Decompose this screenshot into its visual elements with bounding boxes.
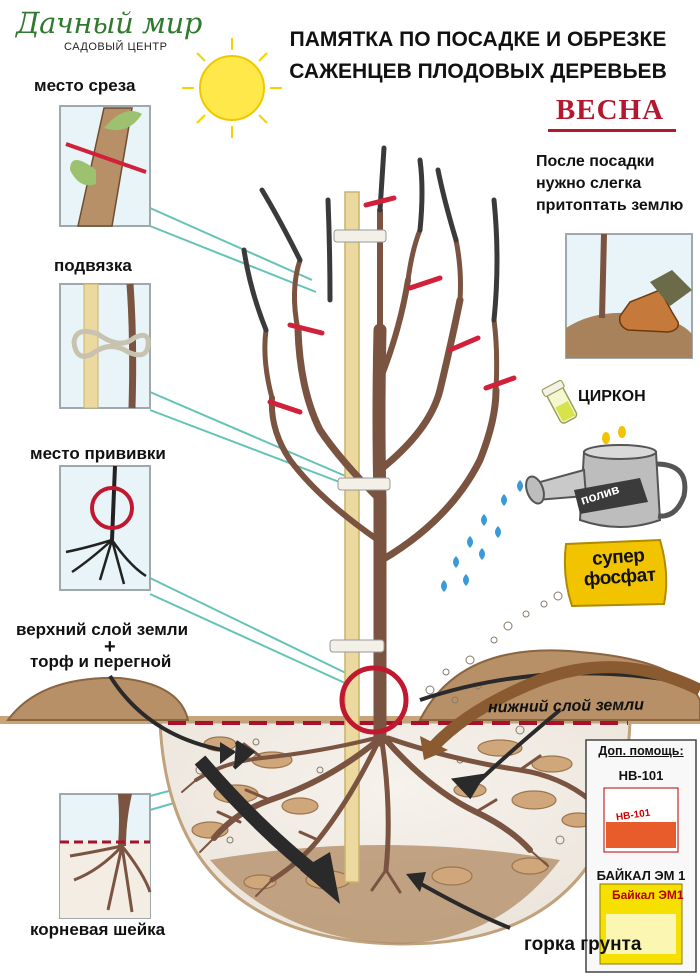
- label-tie: подвязка: [54, 256, 132, 275]
- inset-tie: [59, 283, 151, 409]
- label-soil-mound: горка грунта: [524, 934, 642, 955]
- root-collar-circle: [339, 665, 409, 735]
- sun-icon: [182, 38, 282, 138]
- label-topsoil-plus: +: [104, 636, 116, 658]
- brand-name: Дачный мир: [16, 6, 202, 40]
- label-graft-place: место прививки: [30, 444, 166, 463]
- poster-title-line1: ПАМЯТКА ПО ПОСАДКЕ И ОБРЕЗКЕ: [289, 28, 667, 51]
- extra-help-product-a: НВ-101: [618, 768, 664, 783]
- zircon-drops: [602, 426, 626, 444]
- label-zircon: ЦИРКОН: [578, 388, 646, 405]
- fertilizer-bag-icon: [563, 538, 668, 608]
- inset-graft-place: [59, 465, 151, 591]
- tree-ties: [329, 229, 391, 653]
- big-arrows: [194, 661, 700, 930]
- watering-can-icon: [525, 444, 688, 528]
- soil-arrows: [108, 671, 671, 800]
- label-superphosphate: супер фосфат: [573, 545, 666, 591]
- cut-marks: [267, 195, 517, 415]
- label-after-planting: После посадки нужно слегка притоптать зе…: [536, 153, 684, 214]
- pruned-tips: [241, 145, 500, 333]
- brand-subtitle: САДОВЫЙ ЦЕНТР: [64, 41, 168, 53]
- zircon-vial-icon: [541, 379, 578, 424]
- season-underline: [548, 129, 676, 132]
- tree-crown: [262, 207, 500, 747]
- boot-icon: [618, 270, 692, 333]
- label-topsoil-line2: торф и перегной: [30, 652, 172, 671]
- extra-help-title: Доп. помощь:: [598, 744, 684, 758]
- label-cut-place: место среза: [34, 76, 136, 95]
- inset-cut-place: [59, 105, 151, 227]
- extra-help-product-b: БАЙКАЛ ЭМ 1: [596, 868, 686, 883]
- inset-root-collar: [59, 793, 152, 919]
- water-drops: [441, 480, 523, 592]
- product-b-pack-label: Байкал ЭМ1: [612, 888, 684, 902]
- extra-help-panel: [585, 739, 697, 973]
- tree-roots: [181, 735, 607, 897]
- support-stake: [344, 191, 360, 883]
- poster-title-line2: САЖЕНЦЕВ ПЛОДОВЫХ ДЕРЕВЬЕВ: [289, 60, 667, 83]
- label-lower-soil: нижний слой земли: [487, 696, 645, 717]
- label-topsoil-line1: верхний слой земли: [16, 620, 189, 639]
- label-root-collar: корневая шейка: [30, 920, 166, 939]
- season-label: ВЕСНА: [555, 94, 665, 126]
- poster-title: ПАМЯТКА ПО ПОСАДКЕ И ОБРЕЗКЕ САЖЕНЦЕВ ПЛ…: [262, 24, 694, 88]
